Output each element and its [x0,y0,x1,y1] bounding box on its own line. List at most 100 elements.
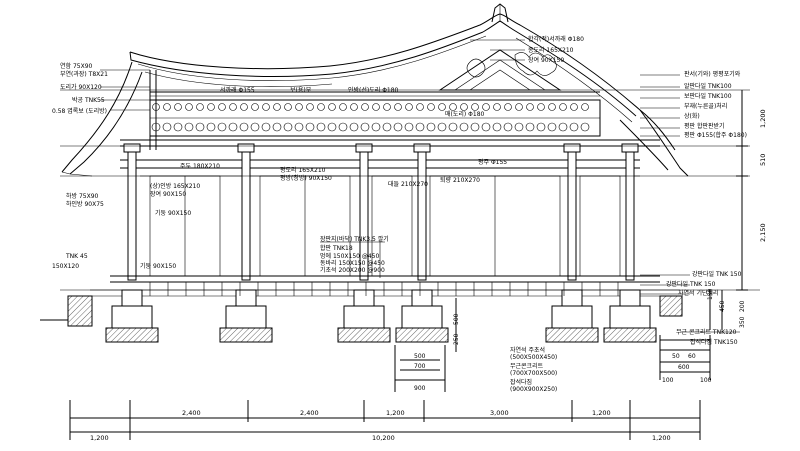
label-left-low2: 하인방 90X75 [66,200,104,208]
label-dim-small-3: 900 [414,385,426,392]
rafter-end [251,103,259,111]
rafter-end [284,103,292,111]
label-left-low3: TNK 45 [65,253,88,260]
label-left-mid3: 기둥 90X150 [155,209,191,217]
label-mid-5: 대들 210X270 [388,180,428,188]
concrete-footing [343,305,385,329]
rafter-end [526,103,534,111]
label-floor-1: 장판지(바닥) TNK3.5 깔기 [320,235,389,243]
rafter-end [162,122,172,132]
label-right-3: 보판다일 TNK100 [684,92,732,100]
label-mid-2: 평도리 165X210 [280,166,326,174]
label-right-low3: 자연석 기단처리 [678,289,719,297]
rafter-ends [151,103,590,132]
rafter-end [185,103,193,111]
plinth-stone [235,289,257,307]
rafter-end [426,122,436,132]
label-mid-3: 평방(창방) 90X150 [280,174,332,182]
label-dim-r4: 350 [739,316,746,328]
concrete-footing [609,305,651,329]
rafter-end [427,103,435,111]
dim-top-2: 2,400 [300,409,319,417]
label-ridge-mid2: 장여 90X150 [528,56,564,64]
rafter-end [448,122,458,132]
rafter-end [272,122,282,132]
dim-top-4: 3,000 [490,409,509,417]
label-upper-3: 인방(선)도리 Φ180 [348,86,399,94]
label-right-5: 상(화) [684,112,700,120]
label-dim-rr3: 600 [678,364,690,371]
gravel-bed [105,327,159,343]
label-right-low2: 강판다일 TNK 150 [666,280,716,288]
rafter-end [437,122,447,132]
left-stair [67,295,93,327]
label-dim-rr4: 100 [662,377,674,384]
plinth-stone [353,289,375,307]
rafter-end [371,122,381,132]
label-right-low1: 강판다일 TNK 150 [692,270,742,278]
label-dim-v1: 500 [453,313,460,325]
label-dim-v2: 250 [453,333,460,345]
dim-bottom-1: 1,200 [90,434,109,442]
rafter-end [350,103,358,111]
concrete-footing [551,305,593,329]
label-upper-1: 서까래 Φ155 [220,86,255,94]
rafter-end [503,122,513,132]
rafter-end [361,103,369,111]
rafter-end [174,103,182,111]
gravel-bed [603,327,657,343]
rafter-end [525,122,535,132]
rafter-end [349,122,359,132]
rafter-end [537,103,545,111]
label-mid-6: 퇴량 210X270 [440,176,480,184]
label-found-3: 무근콘크리트 [510,362,544,370]
label-upper-4: 매(도리) Φ180 [445,110,485,118]
rafter-end [492,122,502,132]
rafter-end [195,122,205,132]
rafter-end [504,103,512,111]
label-found-4: (700X700X500) [510,370,557,377]
label-floor-4: 동바리 150X150 @450 [320,259,385,267]
concrete-footing [111,305,153,329]
rafter-end [405,103,413,111]
label-left-low4: 150X120 [52,263,79,270]
label-mid-4: 평주 Φ155 [478,158,507,166]
rafter-end [294,122,304,132]
gravel-bed [395,327,449,343]
rafter-end [482,103,490,111]
label-dim-rr5: 100 [700,377,712,384]
label-ridge-top: 합각(적)서까래 Φ180 [528,35,584,43]
label-dim-small-1: 500 [414,353,426,360]
rafter-end [548,103,556,111]
label-right-4: 부재(누른골)처리 [684,102,727,110]
label-dim-rr1: 50 [672,353,680,360]
rafter-end [449,103,457,111]
label-floor-3: 멍에 150X150 @450 [320,252,380,260]
rafter-end [250,122,260,132]
label-upper-2: 보(용)부 [290,87,312,94]
rafter-end [558,122,568,132]
label-left-low1: 하방 75X90 [66,192,99,200]
rafter-end [481,122,491,132]
dimension-lines [60,89,760,440]
label-left-mid1: (상)인방 165X210 [150,182,200,190]
rafter-end [328,103,336,111]
rafter-end [273,103,281,111]
right-step [659,295,683,317]
rafter-end [305,122,315,132]
rafter-end [559,103,567,111]
rafter-end [493,103,501,111]
plinth-stone [619,289,641,307]
rafter-end [206,122,216,132]
label-left-2: 부연(과장) T8X21 [60,70,108,78]
label-right-1: 판서(기와) 평평포기와 [684,70,741,78]
plinth-stone [411,289,433,307]
label-dim-r3: 200 [739,300,746,312]
label-left-mid2: 장여 90X150 [150,190,186,198]
rafter-end [338,122,348,132]
rafter-end [471,103,479,111]
rafter-end [339,103,347,111]
rafter-end [536,122,546,132]
label-left-1: 연함 75X90 [60,62,93,70]
